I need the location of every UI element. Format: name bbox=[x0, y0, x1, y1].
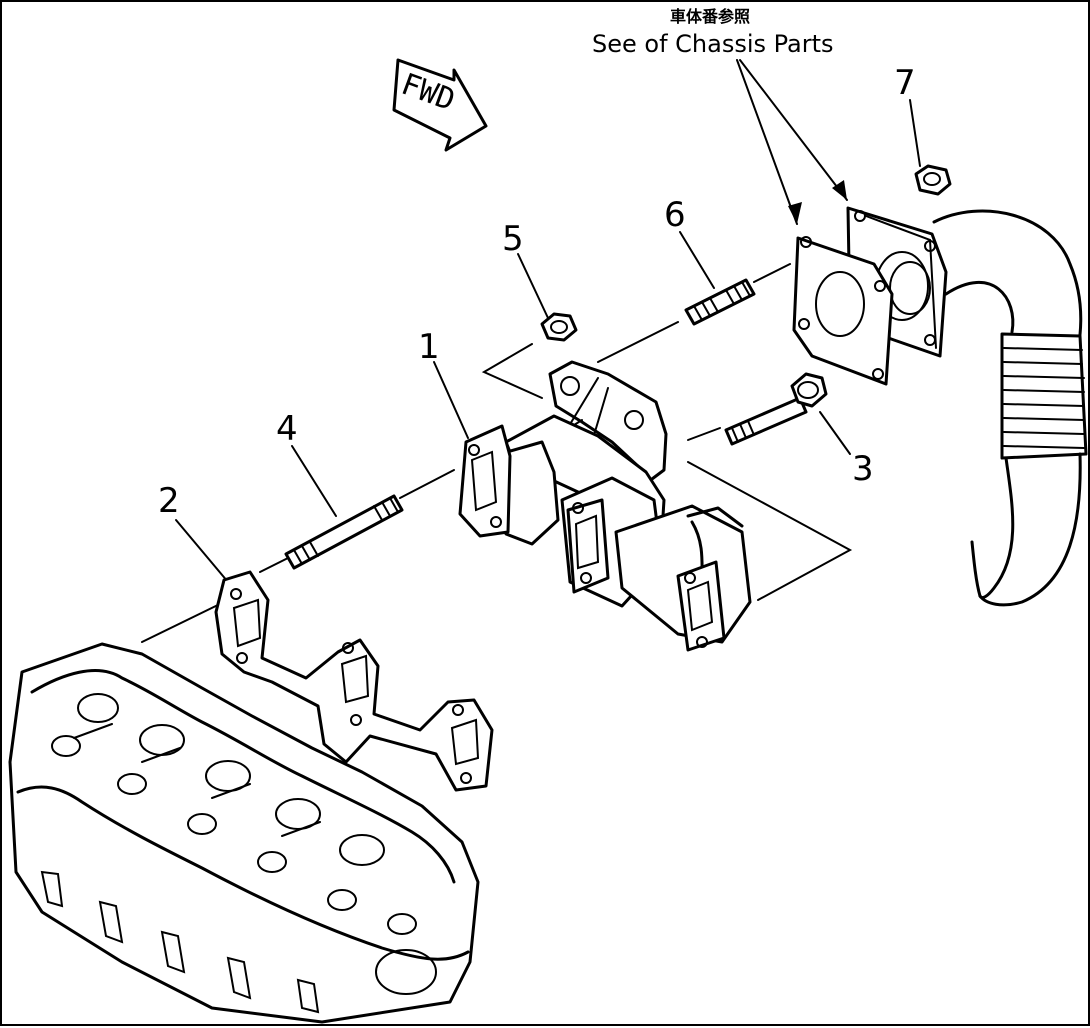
part-5-nut bbox=[540, 312, 578, 342]
callout-3: 3 bbox=[852, 449, 874, 489]
chassis-note-jp: 車体番参照 bbox=[670, 7, 750, 26]
part-3-bolt bbox=[724, 372, 828, 446]
callout-4: 4 bbox=[276, 409, 298, 449]
callout-1: 1 bbox=[418, 327, 440, 367]
part-6-stud bbox=[684, 278, 756, 326]
chassis-gasket bbox=[792, 236, 894, 386]
callout-5: 5 bbox=[502, 219, 524, 259]
callout-6: 6 bbox=[664, 195, 686, 235]
exhaust-pipe bbox=[846, 206, 1088, 607]
chassis-note-arrows bbox=[736, 59, 848, 225]
cylinder-head bbox=[8, 642, 480, 1024]
callout-7: 7 bbox=[894, 63, 916, 103]
part-2-gasket bbox=[214, 570, 494, 792]
leader-lines bbox=[175, 99, 921, 583]
part-7-nut bbox=[914, 164, 952, 196]
fwd-arrow-icon: FWD bbox=[392, 58, 488, 152]
chassis-note-en: See of Chassis Parts bbox=[592, 30, 834, 58]
part-4-stud bbox=[284, 494, 404, 570]
part-1-exhaust-manifold bbox=[458, 360, 752, 652]
centre-lines bbox=[141, 263, 853, 643]
fwd-label: FWD bbox=[397, 67, 460, 118]
callout-2: 2 bbox=[158, 481, 180, 521]
